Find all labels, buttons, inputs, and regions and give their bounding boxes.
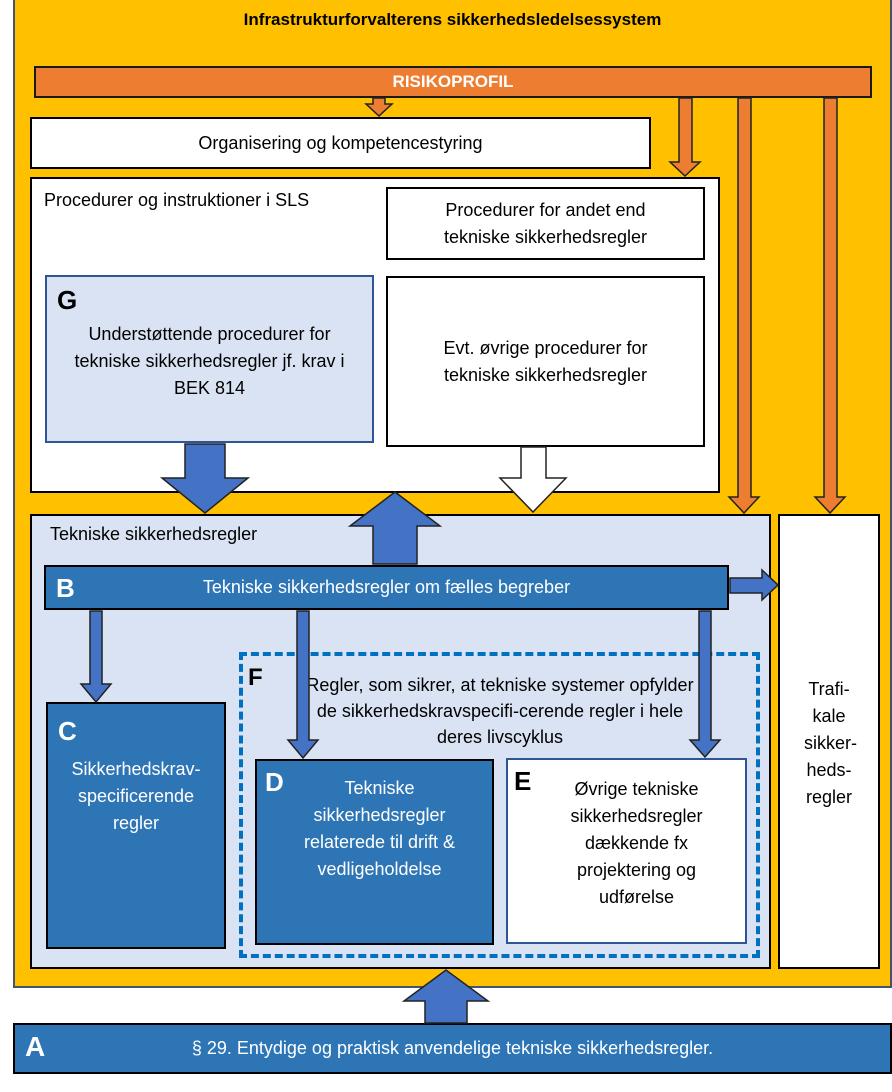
box-a-text: § 29. Entydige og praktisk anvendelige t… (191, 1038, 714, 1058)
risk-profile-bar: RISIKOPROFIL (34, 66, 872, 98)
box-a-letter: A (25, 1031, 46, 1062)
box-c-text: Sikkerhedskrav-specificerende regler (71, 759, 201, 833)
box-d: D Tekniske sikkerhedsregler relaterede t… (255, 759, 494, 945)
box-b-letter: B (56, 573, 75, 603)
technical-rules-label: Tekniske sikkerhedsregler (50, 524, 258, 544)
traffic-rules-text: Trafi- kale sikker- heds- regler (804, 679, 857, 807)
box-c-letter: C (58, 716, 77, 746)
other-procedures-text: Procedurer for andet end tekniske sikker… (443, 200, 648, 247)
box-g: G Understøttende procedurer for tekniske… (45, 275, 374, 443)
procedures-label: Procedurer og instruktioner i SLS (44, 190, 310, 210)
box-e-text: Øvrige tekniske sikkerhedsregler dækkend… (570, 779, 703, 907)
traffic-rules-box: Trafi- kale sikker- heds- regler (778, 514, 880, 969)
diagram-title: Infrastrukturforvalterens sikkerhedslede… (243, 10, 662, 29)
optional-procedures-text: Evt. øvrige procedurer for tekniske sikk… (443, 337, 648, 385)
box-d-letter: D (265, 767, 284, 797)
box-b: B Tekniske sikkerhedsregler om fælles be… (44, 565, 729, 610)
other-procedures-box: Procedurer for andet end tekniske sikker… (386, 187, 705, 260)
box-c: C Sikkerhedskrav-specificerende regler (46, 702, 226, 949)
optional-procedures-box: Evt. øvrige procedurer for tekniske sikk… (386, 276, 705, 447)
box-g-letter: G (57, 285, 78, 315)
organisation-box: Organisering og kompetencestyring (30, 117, 651, 169)
box-d-text: Tekniske sikkerhedsregler relaterede til… (303, 778, 456, 879)
box-g-text: Understøttende procedurer for tekniske s… (74, 324, 345, 398)
box-e: E Øvrige tekniske sikkerhedsregler dække… (506, 758, 747, 944)
box-f-dashed-group (239, 652, 760, 958)
box-f-letter: F (248, 664, 263, 691)
box-f-text: Regler, som sikrer, at tekniske systemer… (306, 675, 694, 748)
box-e-letter: E (514, 766, 532, 796)
box-a: A § 29. Entydige og praktisk anvendelige… (13, 1023, 892, 1074)
box-b-text: Tekniske sikkerhedsregler om fælles begr… (202, 577, 571, 597)
